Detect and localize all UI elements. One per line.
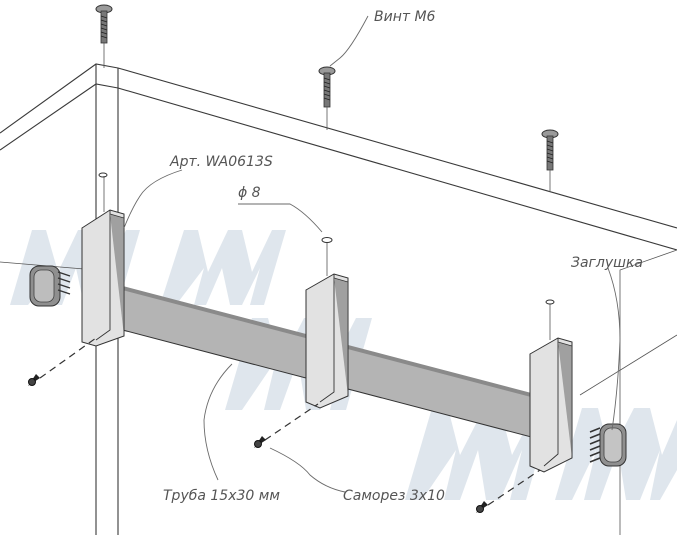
m6-screw-3 (541, 129, 559, 192)
label-tube: Труба 15x30 мм (163, 488, 280, 504)
label-plug: Заглушка (571, 255, 643, 271)
self-tapping-screws (28, 337, 541, 513)
bracket-right (529, 299, 573, 473)
leader-lines (123, 15, 621, 493)
label-self-tapping-screw: Саморез 3x10 (343, 488, 445, 504)
m6-screw-1 (95, 4, 113, 68)
plug-right (589, 423, 627, 467)
label-screw-m6: Винт М6 (374, 9, 436, 25)
plug-left (29, 265, 71, 307)
bracket-left (81, 172, 125, 347)
top-screws (95, 4, 559, 192)
bracket-middle (305, 237, 349, 409)
m6-screw-2 (318, 66, 336, 130)
label-article: Арт. WA0613S (169, 154, 273, 170)
label-diameter: ϕ 8 (238, 185, 261, 201)
